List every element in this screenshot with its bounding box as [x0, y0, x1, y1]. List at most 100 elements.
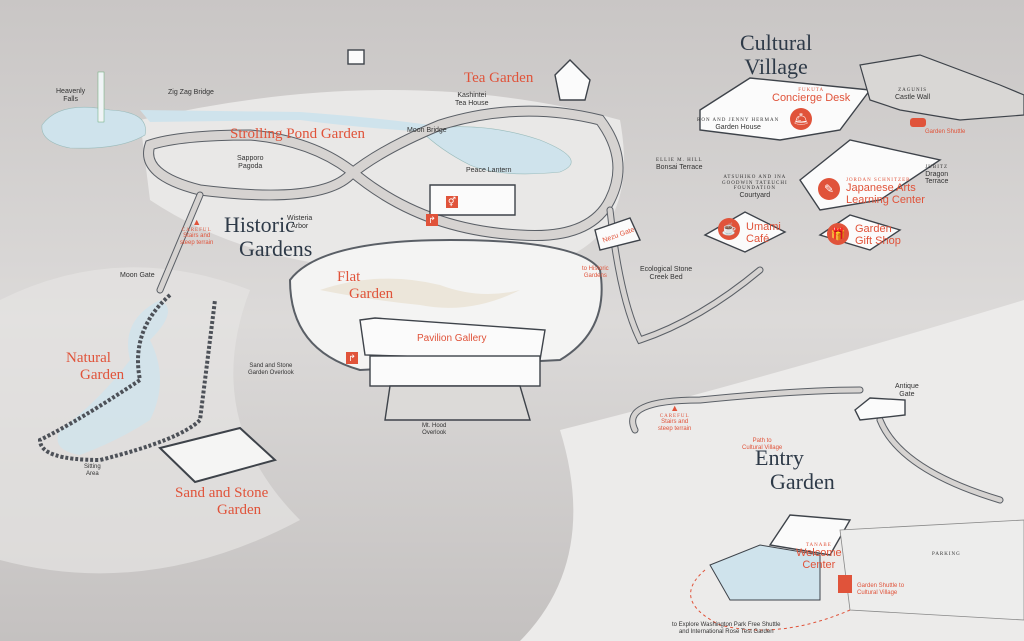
area-tea-garden[interactable]: Tea Garden — [464, 70, 534, 86]
landmark-moon-gate[interactable]: Moon Gate — [120, 272, 155, 279]
tea-arbor — [347, 49, 365, 65]
label-line: to Historic — [582, 266, 609, 272]
label-line: Garden House — [715, 123, 761, 131]
shuttle-van-icon — [910, 118, 926, 127]
donor-label: ELLIE M. HILL — [656, 158, 703, 163]
area-strolling-pond-garden[interactable]: Strolling Pond Garden — [230, 126, 365, 142]
area-label-line: Gardens — [239, 236, 313, 262]
label-line: Antique — [895, 383, 919, 390]
label-line: Arbor — [291, 222, 309, 230]
label-line: to Explore Washington Park Free Shuttle — [672, 622, 781, 628]
label-line: Falls — [63, 95, 78, 103]
landmark-garden-shuttle[interactable]: Garden Shuttle — [925, 129, 966, 135]
moon-bridge-pond — [419, 126, 572, 175]
donor-label: TANABE — [805, 543, 832, 548]
label-line: Sitting — [84, 464, 101, 470]
donor-label: ZAGUNIS — [898, 88, 928, 93]
nezu-gate — [594, 217, 641, 251]
label-line: Kashintei — [457, 92, 487, 99]
warning-icon: ▲ — [192, 217, 202, 227]
label-line: Overlook — [422, 429, 447, 436]
concierge-icon: 🛎 — [790, 108, 812, 130]
amenity-name: Learning Center — [846, 193, 925, 206]
label-line: Gardens — [583, 272, 607, 279]
label-line: Courtyard — [739, 191, 771, 199]
label-line: Terrace — [925, 178, 949, 186]
gift-icon: 🎁 — [827, 223, 849, 245]
tea-icon: ☕ — [718, 218, 740, 240]
area-label-line: Entry — [755, 445, 804, 470]
label-line: and International Rose Test Garden — [678, 628, 774, 635]
amenity-name: Gift Shop — [855, 234, 901, 247]
amenity-name: Concierge Desk — [772, 92, 851, 105]
donor-label: FUKUTA — [798, 88, 825, 93]
area-label-line: Flat — [337, 269, 361, 285]
amenity-name: Café — [746, 232, 770, 245]
label-line: Garden Overlook — [248, 369, 294, 376]
donor-label: GOODWIN TATEUCHI — [722, 180, 788, 186]
donor-label: FOUNDATION — [733, 186, 776, 191]
area-label-line: Garden — [770, 469, 835, 495]
amenity-name: Garden — [855, 223, 892, 235]
label-line: Castle Wall — [895, 93, 931, 101]
donor-label: JUBITZ — [925, 165, 948, 170]
area-label-line: Garden — [80, 366, 125, 383]
area-label-line: Cultural — [740, 30, 813, 55]
strolling-pond — [140, 110, 430, 132]
area-label-line: Garden — [349, 285, 394, 302]
donor-label: JORDAN SCHNITZER — [846, 178, 911, 183]
label-line: Sand and Stone — [249, 363, 293, 369]
label-line: Heavenly — [56, 88, 86, 95]
welcome-center-roof — [768, 514, 852, 556]
heavenly-falls-pond — [41, 106, 146, 149]
landmark-moon-bridge[interactable]: Moon Bridge — [407, 127, 447, 134]
landmark-peace-lantern[interactable]: Peace Lantern — [466, 167, 512, 174]
label-line: Pagoda — [238, 162, 263, 170]
caution-title: CAREFUL — [181, 227, 212, 233]
label-line: Mt. Hood — [422, 423, 447, 429]
label-line: Sapporo — [237, 155, 264, 162]
label-line: Ecological Stone — [640, 266, 693, 273]
label-line: Path to — [752, 438, 772, 444]
landmark-parking[interactable]: PARKING — [932, 552, 961, 557]
pavilion-restroom-building — [429, 184, 516, 216]
label-line: Tea House — [455, 99, 489, 107]
heavenly-falls — [97, 71, 105, 123]
landmark-zig-zag-bridge[interactable]: Zig Zag Bridge — [168, 89, 214, 96]
label-line: Garden Shuttle to — [857, 583, 905, 589]
landmark-pavilion-gallery[interactable]: Pavilion Gallery — [417, 333, 487, 344]
label-line: Gate — [899, 390, 915, 398]
label-line: Creek Bed — [649, 273, 683, 281]
caution-text: steep terrain — [658, 425, 692, 432]
